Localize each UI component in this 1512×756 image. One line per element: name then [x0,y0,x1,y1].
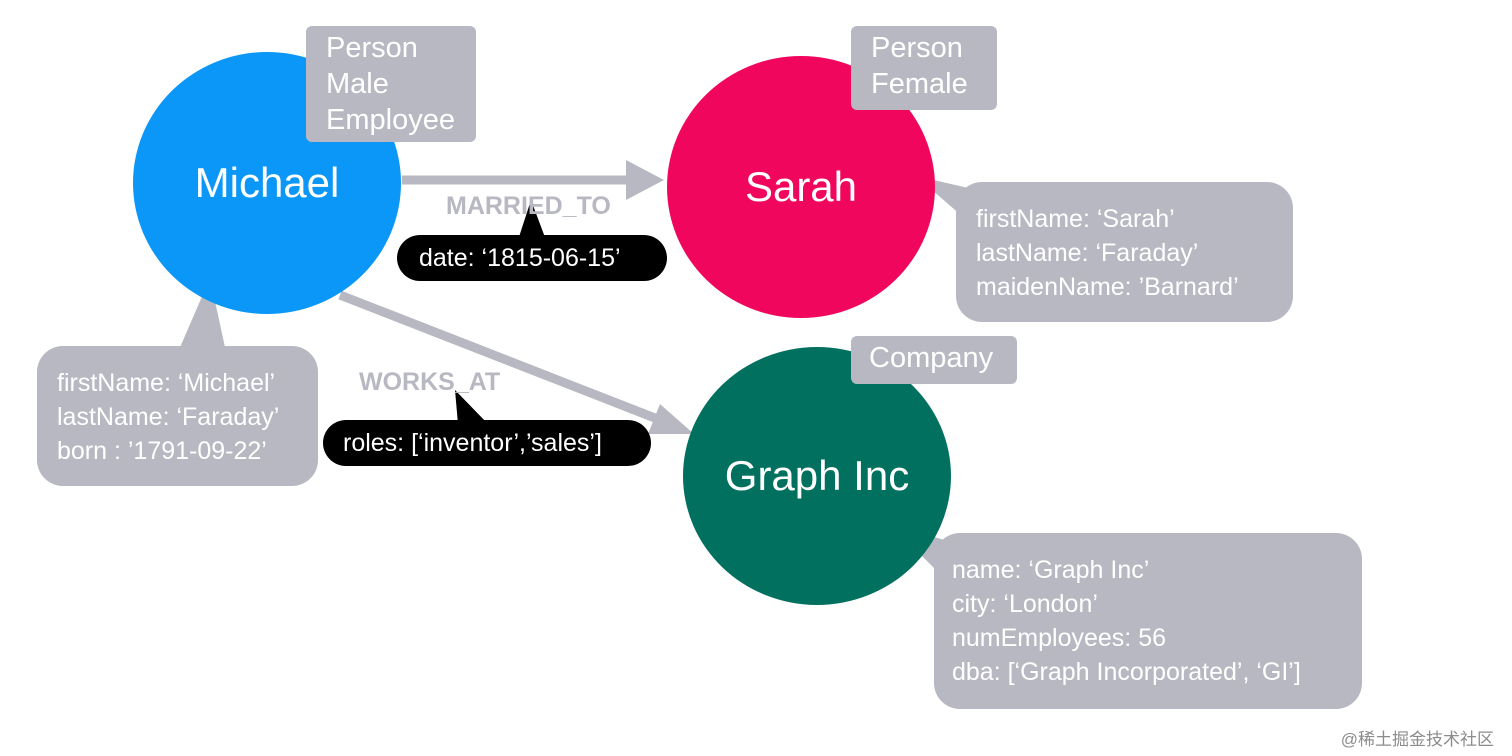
prop-num-employees: numEmployees: 56 [952,624,1167,652]
node-graph-inc[interactable]: Graph Inc [683,347,951,605]
prop-last-name: lastName: ‘Faraday’ [57,403,280,431]
label-male: Male [326,68,389,100]
michael-labels: Person Male Employee [306,26,476,142]
prop-name: name: ‘Graph Inc’ [952,556,1150,584]
works-at-arrow-line [338,290,662,425]
works-at-arrow-head [648,404,694,434]
prop-dba: dba: [‘Graph Incorporated’, ‘GI’] [952,658,1301,686]
graph-inc-labels: Company [851,336,1017,384]
label-company: Company [869,342,994,374]
sarah-properties: firstName: ‘Sarah’ lastName: ‘Faraday’ m… [956,182,1293,322]
prop-city: city: ‘London’ [952,590,1098,618]
married-to-label-pointer [518,200,546,240]
works-at-property: roles: [‘inventor’,’sales’] [323,420,651,466]
prop-born: born : ’1791-09-22’ [57,437,267,465]
node-sarah[interactable]: Sarah [667,56,935,318]
label-person: Person [326,32,418,64]
prop-last-name: lastName: ‘Faraday’ [976,239,1199,267]
node-sarah-name: Sarah [744,163,858,210]
watermark: @稀土掘金技术社区 [1340,730,1494,749]
married-to-type-label: MARRIED_TO [446,192,611,220]
works-at-type-label: WORKS_AT [359,368,501,396]
works-at-label-pointer [455,390,488,424]
prop-maiden-name: maidenName: ’Barnard’ [976,273,1239,301]
prop-first-name: firstName: ‘Michael’ [57,369,276,397]
label-female: Female [871,68,968,100]
michael-properties: firstName: ‘Michael’ lastName: ‘Faraday’… [37,346,318,486]
prop-first-name: firstName: ‘Sarah’ [976,205,1175,233]
node-michael-name: Michael [194,159,340,206]
married-to-property: date: ‘1815-06-15’ [397,235,667,281]
node-graph-inc-name: Graph Inc [724,452,910,499]
label-person: Person [871,32,963,64]
sarah-labels: Person Female [851,26,997,110]
graph-inc-properties: name: ‘Graph Inc’ city: ‘London’ numEmpl… [934,533,1362,709]
married-to-arrow-head [626,160,664,200]
label-employee: Employee [326,104,455,136]
